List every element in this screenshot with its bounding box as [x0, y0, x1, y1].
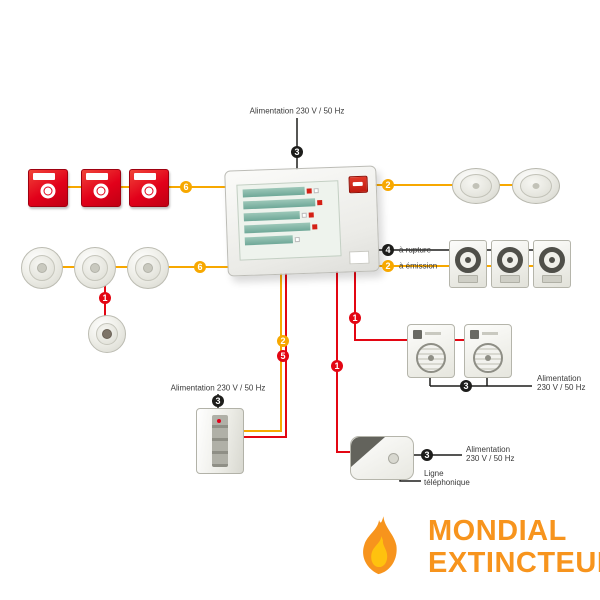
psu-led — [217, 419, 221, 423]
wire-marker: 1 — [331, 360, 343, 372]
retainer-face — [416, 343, 446, 373]
wire-marker: 4 — [382, 244, 394, 256]
panel-sticker — [349, 250, 370, 265]
alarm-sounder — [452, 168, 500, 204]
brand-name-line2: EXTINCTEUR — [428, 547, 600, 579]
smoke-detector — [21, 247, 63, 289]
emission-label: à émission — [399, 261, 438, 271]
door-holder — [533, 240, 571, 288]
holder-base — [542, 275, 562, 283]
door-retainer-unit — [464, 324, 512, 378]
fire-alarm-control-panel — [224, 165, 380, 277]
magnet-face — [539, 247, 565, 273]
call-point-label — [33, 173, 55, 180]
power-label-psu: Alimentation 230 V / 50 Hz — [170, 383, 266, 393]
panel-display — [236, 180, 342, 261]
holder-base — [458, 275, 478, 283]
power-label-line2: 230 V / 50 Hz — [537, 383, 586, 392]
call-point-button — [93, 183, 109, 199]
brand-name-line1: MONDIAL — [428, 515, 567, 547]
panel-logo-badge — [348, 175, 369, 194]
wire-marker: 1 — [349, 312, 361, 324]
rupture-label: à rupture — [399, 245, 432, 255]
call-point-label — [86, 173, 108, 180]
wire-marker: 3 — [421, 449, 433, 461]
transmitter-button — [388, 453, 399, 464]
smoke-detector — [88, 315, 126, 353]
wire-marker: 6 — [194, 261, 206, 273]
power-label-panel: Alimentation 230 V / 50 Hz — [249, 106, 345, 116]
wire-marker: 3 — [212, 395, 224, 407]
wire-marker: 2 — [277, 335, 289, 347]
power-supply-unit — [196, 408, 244, 474]
wire-marker: 3 — [291, 146, 303, 158]
wire-marker: 5 — [277, 350, 289, 362]
psu-front-panel — [212, 415, 228, 467]
telephone-transmitter — [350, 436, 414, 480]
unit-badge — [413, 330, 422, 339]
wire-marker: 3 — [460, 380, 472, 392]
retainer-face — [473, 343, 503, 373]
power-label-line1: Alimentation — [537, 374, 582, 383]
wire-marker: 2 — [382, 179, 394, 191]
smoke-detector — [74, 247, 116, 289]
unit-label — [425, 332, 441, 335]
wire-marker: 1 — [99, 292, 111, 304]
smoke-detector — [127, 247, 169, 289]
alarm-sounder — [512, 168, 560, 204]
power-label-phone: Alimentation 230 V / 50 Hz — [466, 445, 514, 463]
wire-marker: 2 — [382, 260, 394, 272]
flame-icon — [363, 516, 397, 575]
magnet-face — [455, 247, 481, 273]
unit-label — [482, 332, 498, 335]
door-holder — [449, 240, 487, 288]
phone-line-label: Ligne téléphonique — [424, 469, 470, 487]
manual-call-point — [28, 169, 68, 207]
call-point-button — [141, 183, 157, 199]
phone-line-label-line2: téléphonique — [424, 478, 470, 487]
door-retainer-unit — [407, 324, 455, 378]
manual-call-point — [81, 169, 121, 207]
call-point-button — [40, 183, 56, 199]
transmitter-wedge — [351, 437, 385, 467]
call-point-label — [134, 173, 156, 180]
unit-badge — [470, 330, 479, 339]
magnet-face — [497, 247, 523, 273]
power-label-holders: Alimentation 230 V / 50 Hz — [537, 374, 585, 392]
holder-base — [500, 275, 520, 283]
door-holder — [491, 240, 529, 288]
manual-call-point — [129, 169, 169, 207]
wire-marker: 6 — [180, 181, 192, 193]
phone-line-label-line1: Ligne — [424, 469, 444, 478]
power-label-line2: 230 V / 50 Hz — [466, 454, 515, 463]
power-label-line1: Alimentation — [466, 445, 511, 454]
